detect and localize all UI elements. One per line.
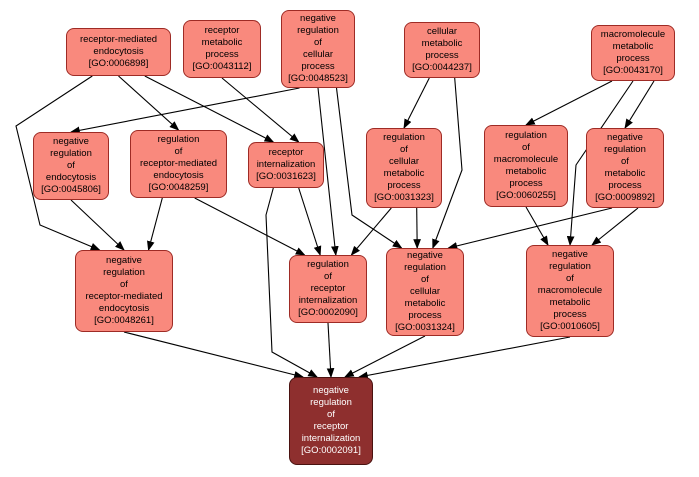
edge-GO-0043170-to-GO-0009892: [624, 80, 655, 129]
go-term-label: cellular metabolic process: [421, 26, 463, 61]
go-term-id: [GO:0045806]: [41, 184, 101, 195]
edge-GO-0048259-to-GO-0002090: [194, 197, 306, 256]
edge-GO-0048523-to-GO-0002090: [317, 87, 339, 257]
go-term-id: [GO:0031324]: [395, 322, 455, 333]
edge-GO-0044237-to-GO-0031323: [403, 77, 430, 129]
edge-GO-0006898-to-GO-0031623: [144, 75, 275, 143]
go-node-GO-0002091[interactable]: negative regulation of receptor internal…: [289, 377, 373, 465]
edge-GO-0031623-to-GO-0002090: [298, 187, 322, 257]
edge-GO-0031324-to-GO-0002091: [344, 335, 426, 378]
edge-GO-0009892-to-GO-0031324: [447, 207, 613, 250]
go-term-label: negative regulation of receptor-mediated…: [85, 255, 163, 314]
go-term-label: negative regulation of metabolic process: [604, 132, 646, 191]
go-term-id: [GO:0031323]: [374, 192, 434, 203]
edge-GO-0006898-to-GO-0048259: [118, 75, 180, 131]
go-node-GO-0043112[interactable]: receptor metabolic process[GO:0043112]: [183, 20, 261, 78]
go-node-GO-0060255[interactable]: regulation of macromolecule metabolic pr…: [484, 125, 568, 207]
go-node-GO-0043170[interactable]: macromolecule metabolic process[GO:00431…: [591, 25, 675, 81]
go-term-label: regulation of macromolecule metabolic pr…: [493, 130, 559, 189]
go-term-label: regulation of receptor internalization: [298, 259, 358, 306]
go-node-GO-0048259[interactable]: regulation of receptor-mediated endocyto…: [130, 130, 227, 198]
go-term-id: [GO:0043112]: [192, 61, 252, 72]
go-term-id: [GO:0048523]: [288, 73, 348, 84]
go-term-id: [GO:0009892]: [595, 192, 655, 203]
go-node-GO-0031623[interactable]: receptor internalization[GO:0031623]: [248, 142, 324, 188]
go-node-GO-0044237[interactable]: cellular metabolic process[GO:0044237]: [404, 22, 480, 78]
edge-GO-0044237-to-GO-0031324: [432, 77, 463, 250]
go-node-GO-0048523[interactable]: negative regulation of cellular process[…: [281, 10, 355, 88]
go-node-GO-0009892[interactable]: negative regulation of metabolic process…: [586, 128, 664, 208]
go-term-id: [GO:0043170]: [603, 65, 663, 76]
go-term-label: negative regulation of cellular process: [297, 13, 339, 72]
go-node-GO-0031323[interactable]: regulation of cellular metabolic process…: [366, 128, 442, 208]
edge-GO-0048523-to-GO-0031324: [335, 87, 403, 249]
go-term-label: receptor-mediated endocytosis: [79, 34, 158, 57]
go-term-label: negative regulation of cellular metaboli…: [404, 250, 446, 321]
go-term-id: [GO:0002091]: [301, 445, 361, 456]
edge-GO-0031623-to-GO-0002091: [265, 187, 318, 378]
go-term-id: [GO:0010605]: [540, 321, 600, 332]
edge-GO-0006898-to-GO-0048261: [15, 75, 101, 251]
edge-GO-0048261-to-GO-0002091: [123, 331, 305, 379]
go-term-label: negative regulation of macromolecule met…: [537, 249, 603, 320]
go-node-GO-0031324[interactable]: negative regulation of cellular metaboli…: [386, 248, 464, 336]
go-term-id: [GO:0060255]: [496, 190, 556, 201]
edge-GO-0048523-to-GO-0045806: [69, 87, 300, 135]
go-term-id: [GO:0006898]: [88, 58, 149, 69]
edge-GO-0048259-to-GO-0048261: [147, 197, 163, 252]
go-node-GO-0006898[interactable]: receptor-mediated endocytosis[GO:0006898…: [66, 28, 171, 76]
go-term-label: receptor metabolic process: [201, 25, 243, 60]
edge-GO-0045806-to-GO-0048261: [70, 199, 125, 251]
go-node-GO-0048261[interactable]: negative regulation of receptor-mediated…: [75, 250, 173, 332]
go-node-GO-0045806[interactable]: negative regulation of endocytosis[GO:00…: [33, 132, 109, 200]
edge-GO-0010605-to-GO-0002091: [357, 336, 571, 380]
edge-GO-0002090-to-GO-0002091: [326, 322, 335, 379]
go-term-label: receptor internalization: [256, 147, 316, 170]
go-term-id: [GO:0048259]: [148, 182, 209, 193]
go-node-GO-0002090[interactable]: regulation of receptor internalization[G…: [289, 255, 367, 323]
edge-GO-0043170-to-GO-0060255: [525, 80, 613, 126]
edge-GO-0009892-to-GO-0010605: [591, 207, 639, 246]
go-term-label: regulation of receptor-mediated endocyto…: [139, 134, 218, 181]
go-term-label: regulation of cellular metabolic process: [383, 132, 425, 191]
go-term-id: [GO:0031623]: [256, 171, 316, 182]
go-term-id: [GO:0002090]: [298, 307, 358, 318]
go-term-id: [GO:0044237]: [412, 62, 472, 73]
go-node-GO-0010605[interactable]: negative regulation of macromolecule met…: [526, 245, 614, 337]
go-term-id: [GO:0048261]: [94, 315, 154, 326]
edge-GO-0043112-to-GO-0031623: [221, 77, 300, 143]
go-term-label: macromolecule metabolic process: [600, 29, 666, 64]
edge-GO-0031323-to-GO-0031324: [413, 207, 421, 250]
edge-GO-0031323-to-GO-0002090: [350, 207, 392, 256]
go-term-label: negative regulation of receptor internal…: [301, 385, 361, 444]
go-term-label: negative regulation of endocytosis: [45, 136, 97, 183]
